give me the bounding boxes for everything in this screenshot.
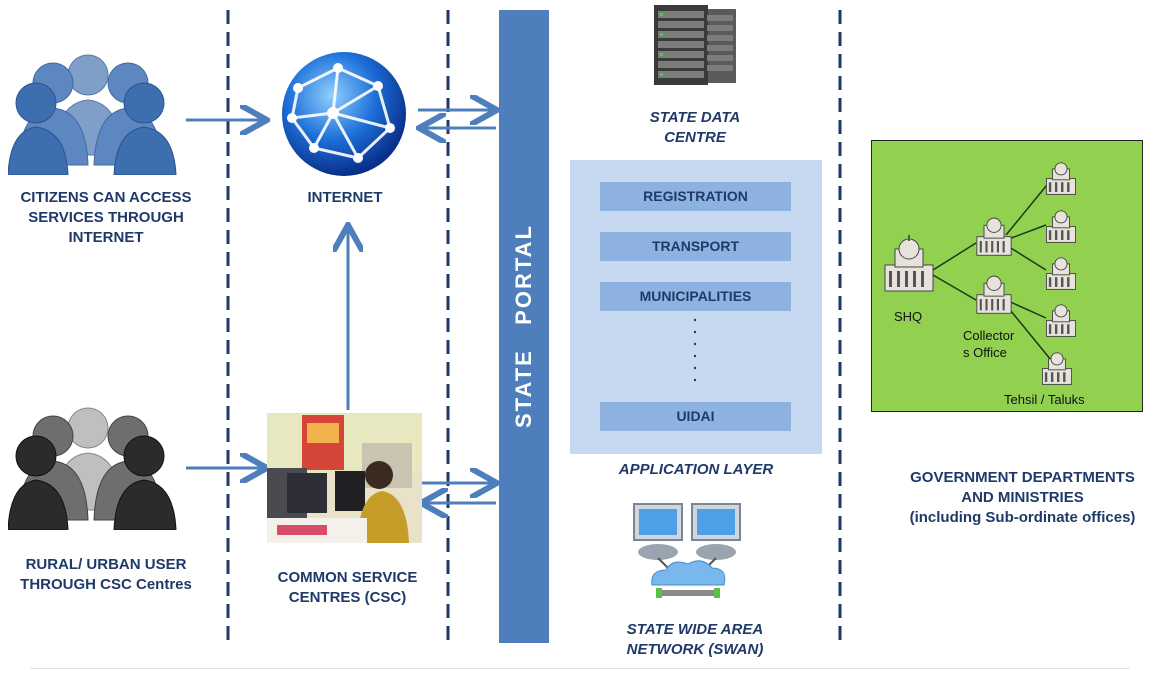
hierarchy-lines [932,179,1052,361]
internet-globe-icon [282,52,406,176]
building-icon-tehsil-5 [1041,352,1073,385]
state-data-centre-label: STATE DATA CENTRE [649,109,741,146]
shq-label: SHQ [894,309,923,324]
building-icon-shq [884,235,934,292]
building-icon-tehsil-4 [1045,304,1077,337]
gov-departments-label: GOVERNMENT DEPARTMENTS AND MINISTRIES (i… [909,469,1136,526]
rural-user-label: RURAL/ URBAN USER THROUGH CSC Centres [20,556,192,593]
state-portal-label: STATE PORTAL [511,224,536,428]
building-icon-tehsil-2 [1045,210,1077,243]
ellipsis-dots [693,318,697,382]
server-rack-icon [654,5,736,85]
application-layer-label: APPLICATION LAYER [618,461,774,478]
app-item-transport: TRANSPORT [600,232,791,261]
swan-label: STATE WIDE AREA NETWORK (SWAN) [626,621,764,658]
csc-label: COMMON SERVICE CENTRES (CSC) [277,569,418,606]
collector-office-label: Collector s Office [963,328,1015,360]
building-icon-tehsil-1 [1045,162,1077,195]
citizens-label: CITIZENS CAN ACCESS SERVICES THROUGH INT… [20,189,192,246]
rural-users-people-icon [8,407,177,530]
building-icon-collector-bottom [976,275,1012,314]
tehsil-taluks-label: Tehsil / Taluks [1004,392,1085,407]
app-item-uidai: UIDAI [600,402,791,431]
citizens-people-icon [8,54,177,175]
internet-label: INTERNET [307,189,383,206]
building-icon-tehsil-3 [1045,257,1077,290]
building-icon-collector-top [976,217,1012,256]
app-item-municipalities: MUNICIPALITIES [600,282,791,311]
app-item-registration: REGISTRATION [600,182,791,211]
footer-divider [30,668,1130,669]
state-portal-bar [499,10,549,643]
csc-photo [267,413,422,543]
swan-network-icon [633,503,741,598]
